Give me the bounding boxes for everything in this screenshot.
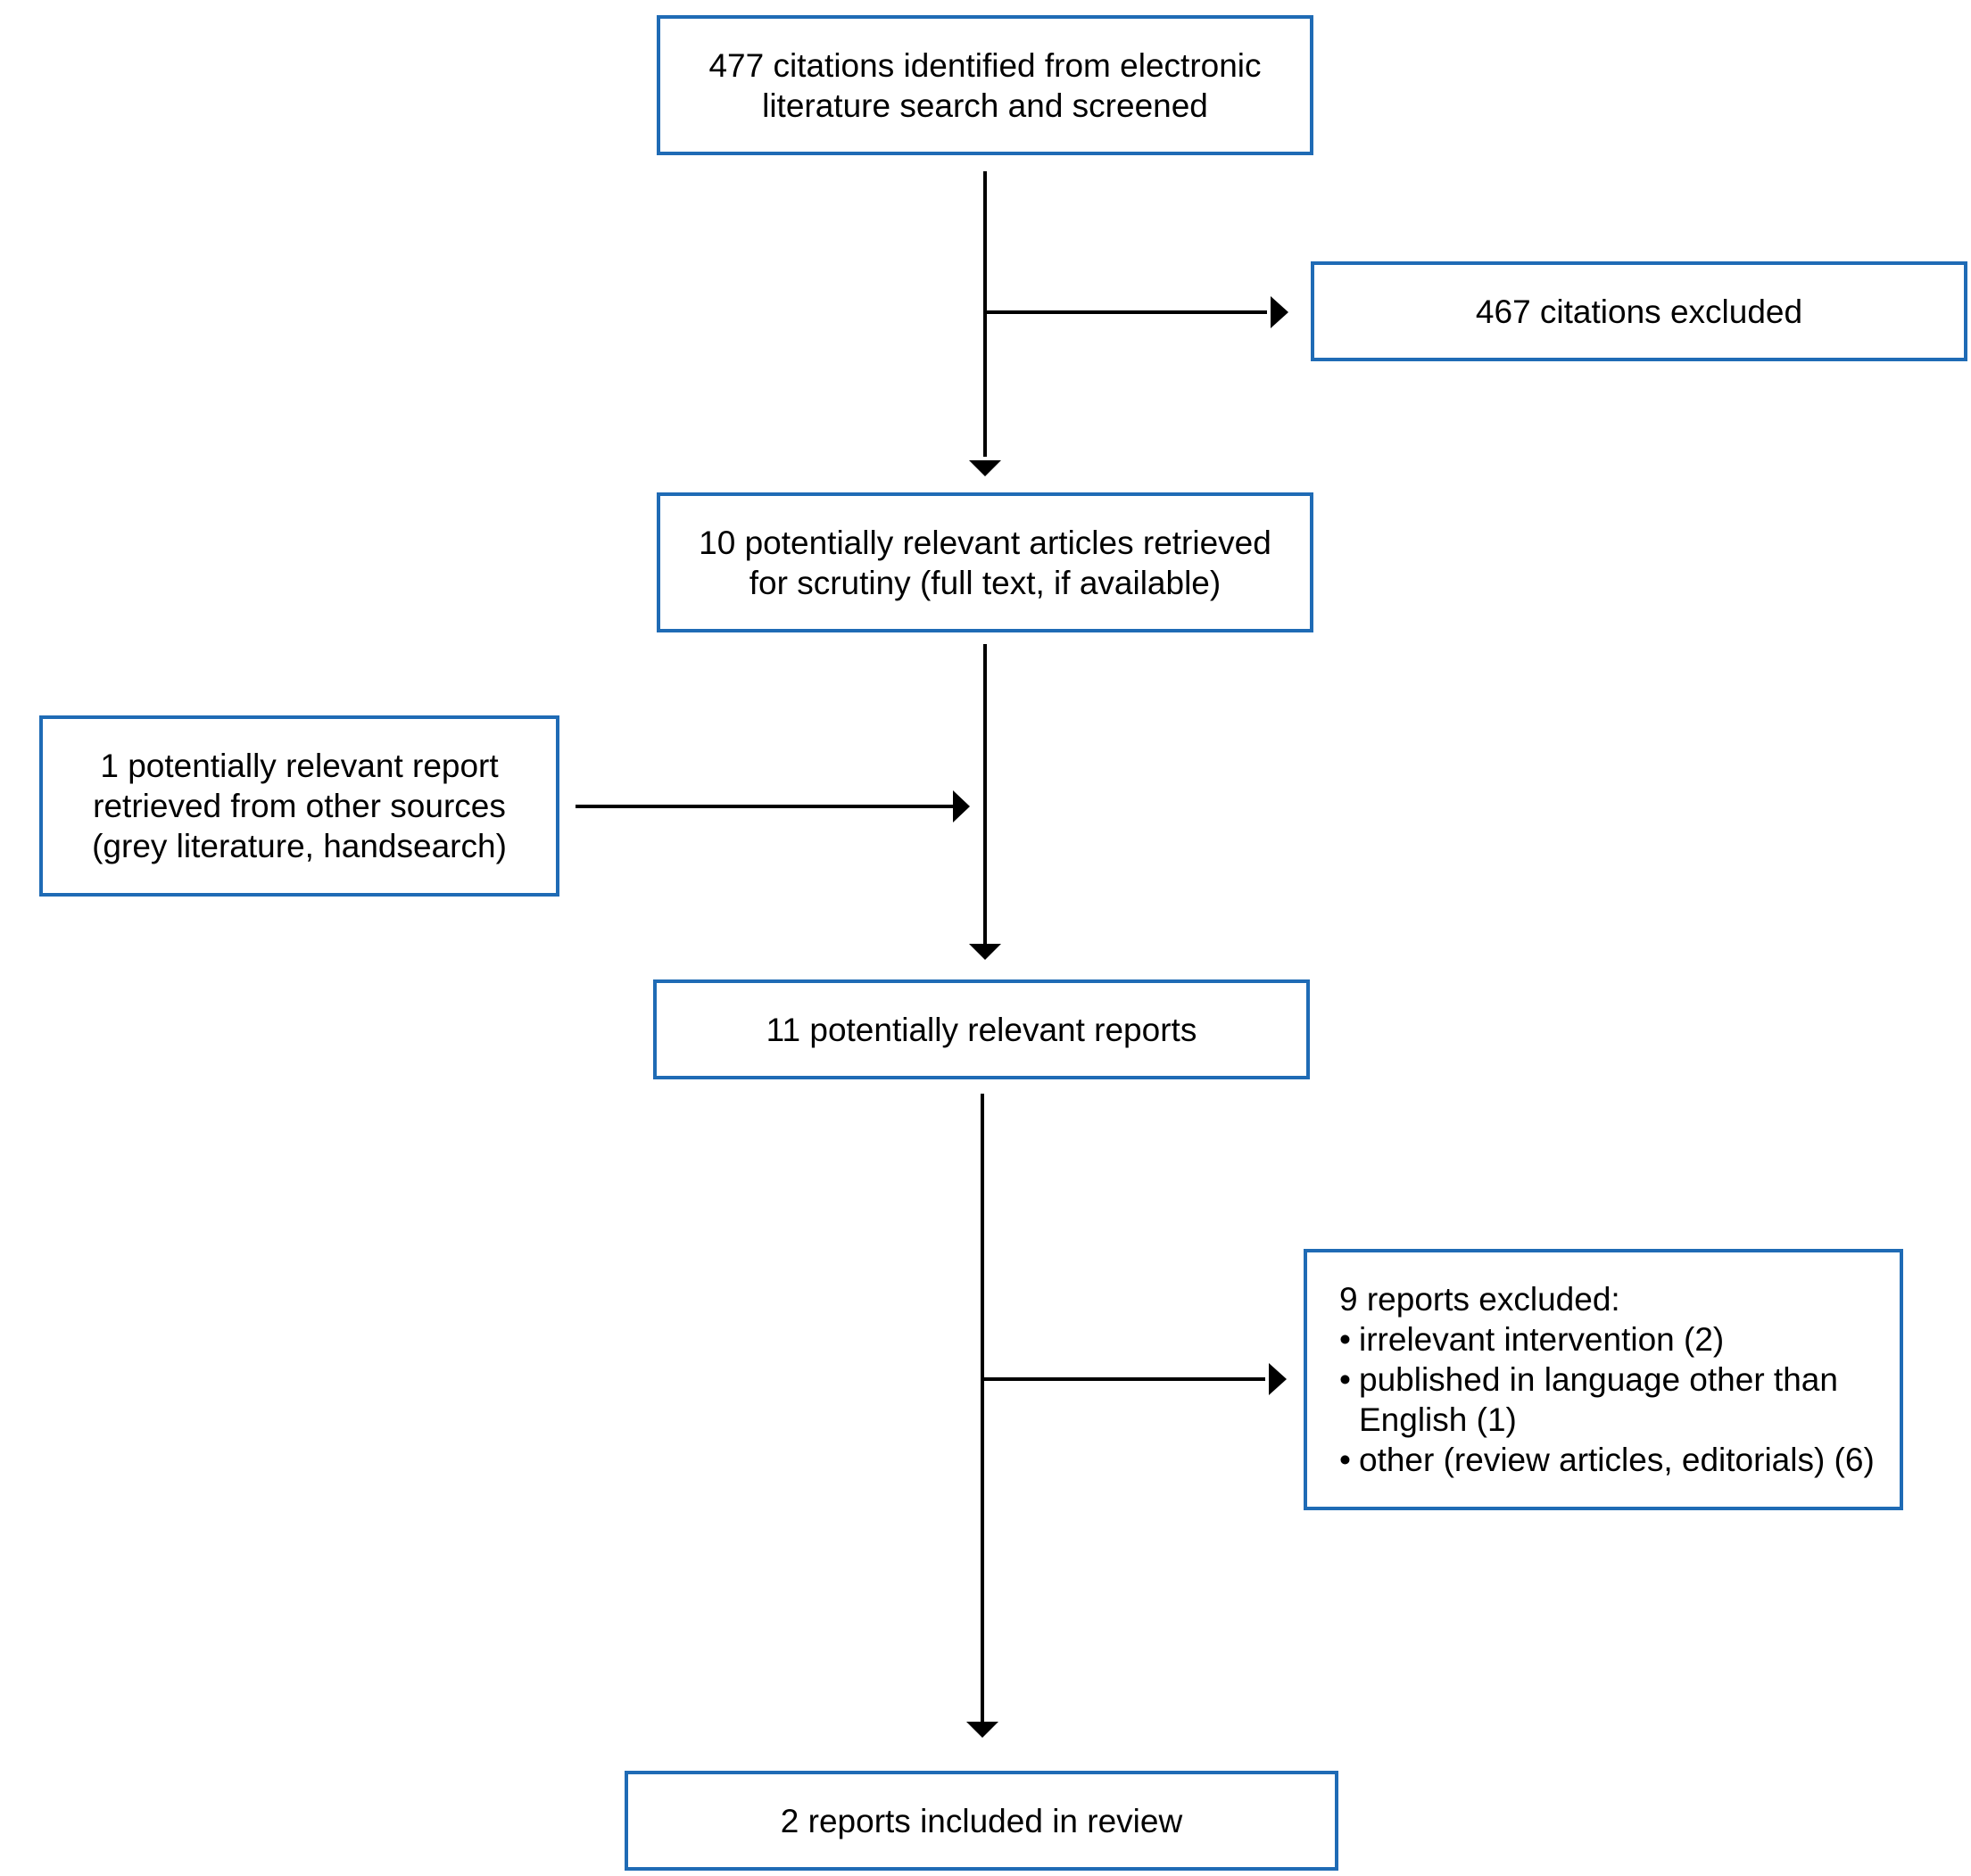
retrieved-box: 10 potentially relevant articles retriev…	[657, 492, 1313, 632]
excluded-reports-box: 9 reports excluded: • irrelevant interve…	[1304, 1249, 1903, 1510]
list-item: • published in language other than Engli…	[1339, 1359, 1875, 1440]
included-text: 2 reports included in review	[780, 1802, 1183, 1839]
list-item: • other (review articles, editorials) (6…	[1339, 1440, 1875, 1480]
retrieved-line-1: 10 potentially relevant articles retriev…	[699, 524, 1271, 561]
potentially-relevant-text: 11 potentially relevant reports	[766, 1011, 1197, 1048]
excluded-citations-box: 467 citations excluded	[1311, 261, 1967, 361]
excluded-reason-3: other (review articles, editorials) (6)	[1359, 1442, 1875, 1478]
arrowhead-down-3	[966, 1722, 998, 1738]
retrieved-text: 10 potentially relevant articles retriev…	[699, 523, 1271, 603]
other-sources-line-1: 1 potentially relevant report	[100, 748, 499, 784]
other-sources-line-2: retrieved from other sources	[93, 788, 506, 824]
bullet-icon: •	[1339, 1442, 1351, 1478]
potentially-relevant-box: 11 potentially relevant reports	[653, 979, 1310, 1079]
included-box: 2 reports included in review	[625, 1771, 1338, 1871]
identified-line-2: literature search and screened	[762, 87, 1208, 124]
arrowhead-right-3	[1269, 1363, 1287, 1395]
identified-line-1: 477 citations identified from electronic	[708, 46, 1262, 84]
bullet-icon: •	[1339, 1321, 1351, 1358]
excluded-reports-content: 9 reports excluded: • irrelevant interve…	[1339, 1279, 1875, 1480]
identified-text: 477 citations identified from electronic…	[708, 45, 1261, 126]
retrieved-line-2: for scrutiny (full text, if available)	[749, 564, 1222, 601]
arrowhead-down-1	[969, 460, 1001, 476]
other-sources-text: 1 potentially relevant report retrieved …	[92, 746, 507, 866]
other-sources-line-3: (grey literature, handsearch)	[92, 828, 507, 864]
excluded-citations-text: 467 citations excluded	[1475, 293, 1803, 330]
arrowhead-down-2	[969, 944, 1001, 960]
arrowhead-right-2	[953, 790, 970, 822]
excluded-reason-1: irrelevant intervention (2)	[1359, 1321, 1725, 1358]
arrowhead-right-1	[1271, 296, 1288, 328]
list-item: • irrelevant intervention (2)	[1339, 1319, 1875, 1359]
other-sources-box: 1 potentially relevant report retrieved …	[39, 715, 559, 897]
excluded-reports-heading: 9 reports excluded:	[1339, 1281, 1620, 1318]
excluded-reason-2: published in language other than English…	[1359, 1361, 1838, 1438]
bullet-icon: •	[1339, 1361, 1351, 1398]
identified-box: 477 citations identified from electronic…	[657, 15, 1313, 155]
